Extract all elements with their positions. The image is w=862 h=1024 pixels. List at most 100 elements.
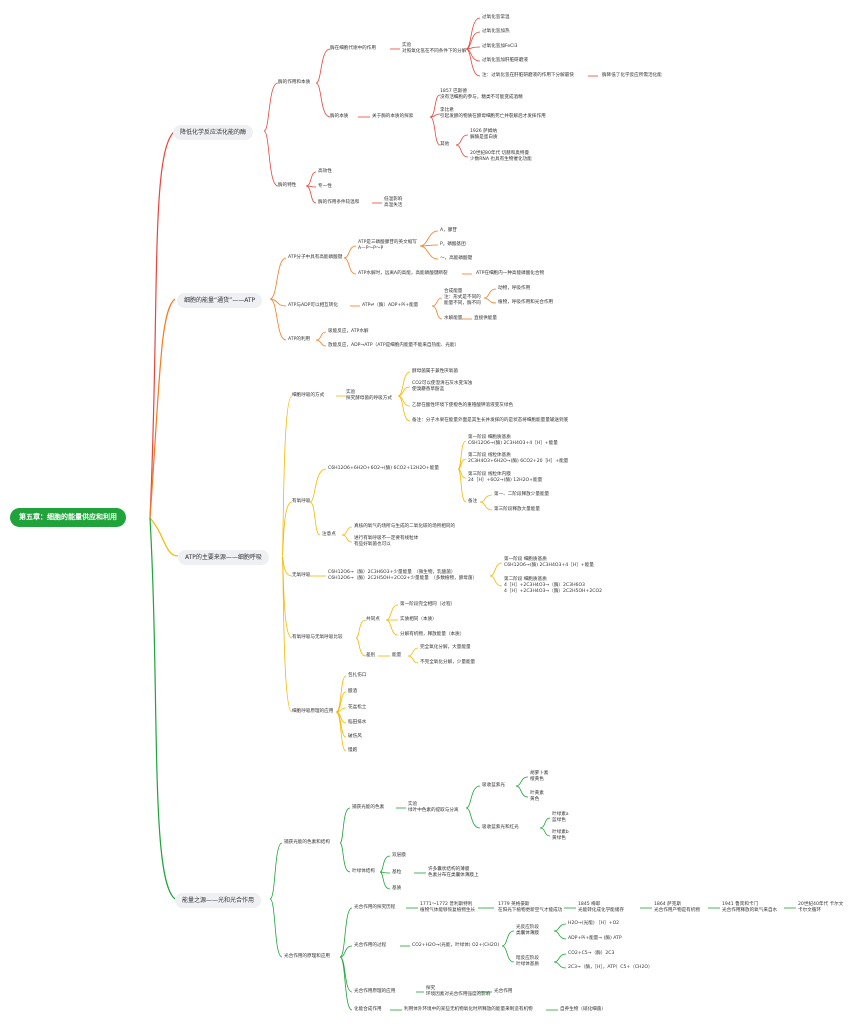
- node-pigment-experiment[interactable]: 实验 绿叶中色素的提取与分离: [408, 802, 459, 813]
- node-comparison[interactable]: 有氧呼吸与无氧呼吸比较: [292, 635, 343, 640]
- list-item[interactable]: 乙醇在酸性环境下使橙色的重铬酸钾溶液变灰绿色: [412, 403, 514, 408]
- node-pigment-structure[interactable]: 捕获光能的色素和结构: [284, 840, 330, 845]
- node-experiment[interactable]: 实验 对照氧化氢在不同条件下的分解: [402, 43, 467, 54]
- node-aerobic[interactable]: 有氧呼吸: [292, 499, 311, 504]
- node-other[interactable]: 其他: [440, 142, 450, 147]
- node-autotroph[interactable]: 自养生物（硝化细菌）: [560, 1007, 606, 1012]
- branch-photosynthesis[interactable]: 能量之源——光和光合作用: [175, 893, 262, 908]
- list-item[interactable]: 基质: [392, 886, 402, 891]
- node-atp-hydrolysis[interactable]: ATP水解时，远离A的高能，高能磷酸键断裂: [358, 271, 448, 276]
- list-item[interactable]: 花盆松土: [348, 705, 367, 710]
- node-thylakoid[interactable]: 许多囊状结构的薄膜 色素分布在类囊体薄膜上: [428, 867, 479, 878]
- node-photo-equation[interactable]: CO2+H2O→(光能，叶绿体) O2+(CH2O): [412, 943, 500, 948]
- node-enzyme-metabolism[interactable]: 酶在细胞代谢中的作用: [330, 46, 376, 51]
- branch-respiration[interactable]: ATP的主要来源——细胞呼吸: [178, 550, 269, 565]
- list-item[interactable]: 酿酒: [348, 689, 358, 694]
- node-anaerobic-stage-1[interactable]: 第一阶段 细胞质基质 C6H12O6→(酶) 2C3H4O3+4［H］+能量: [504, 557, 594, 568]
- list-item[interactable]: 吸能反应，ATP水解: [328, 329, 369, 334]
- list-item[interactable]: 备注：分子水果在能量外面是其生长并发挥的的是状态将细胞能量量输送到底: [412, 418, 569, 423]
- node-anaerobic[interactable]: 无氧呼吸: [292, 573, 311, 578]
- node-hydrolysis-energy[interactable]: 水解能量: [444, 316, 463, 321]
- list-item[interactable]: 双层膜: [392, 853, 406, 858]
- node-pasteur[interactable]: 1857 巴斯德 没有活细胞的参与，糖类不可能变成酒精: [440, 89, 523, 100]
- node-stage-3[interactable]: 第三阶段 线粒体内膜 24［H］+6O2→(酶) 12H2O+能量: [468, 472, 543, 483]
- node-temperature[interactable]: 低温影响 高温失活: [384, 197, 403, 208]
- node-cech[interactable]: 20世纪80年代 切赫和奥特曼 少数RNA 也具有生物催化功能: [470, 151, 532, 162]
- node-synthesis[interactable]: 合成能量 注：形式是不同的 能量不同，酶不同: [444, 289, 481, 306]
- node-aerobic-equation[interactable]: C6H12O6+6H2O+6O2→(酶) 6CO2+12H2O+能量: [328, 466, 439, 471]
- node-stage-1[interactable]: 第一阶段 细胞质基质 C6H12O6→(酶) 2C3H4O3+4［H］+能量: [468, 435, 558, 446]
- node-chloroplast[interactable]: 叶绿体结构: [352, 869, 375, 874]
- list-item[interactable]: H2O→(光能) ［H］+O2: [568, 921, 620, 926]
- list-item[interactable]: 叶绿素a 蓝绿色: [552, 812, 569, 823]
- list-item[interactable]: 包扎伤口: [348, 673, 367, 678]
- list-item[interactable]: ～，高能磷酸键: [440, 256, 473, 261]
- list-item[interactable]: 过氧化氢加肝脏研磨液: [482, 58, 528, 63]
- node-history[interactable]: 光合作用的探究历程: [354, 905, 396, 910]
- node-pigments[interactable]: 捕获光能的色素: [352, 805, 385, 810]
- node-mild-conditions[interactable]: 酶的作用条件较温和: [318, 200, 360, 205]
- list-item[interactable]: 分解有机物，释放能量（本质）: [400, 632, 465, 637]
- node-sachs[interactable]: 1864 萨克斯 光合作用产物是有机物: [654, 902, 700, 913]
- node-ruben[interactable]: 1941 鲁宾和卡门 光合作用释放的氧气来自水: [722, 902, 778, 913]
- node-atp-use[interactable]: ATP的利用: [288, 337, 311, 342]
- node-conclusion[interactable]: 酶降低了化学反应所需活化能: [602, 73, 662, 78]
- list-item[interactable]: CO2可以使澄清石灰水变浑浊 使溴麝香草酚蓝: [412, 381, 473, 392]
- list-item[interactable]: 高效性: [318, 169, 332, 174]
- list-item[interactable]: 第一阶段完全相同（过程）: [400, 602, 456, 607]
- list-item[interactable]: CO2+C5→（酶）2C3: [568, 951, 615, 956]
- list-item[interactable]: 放能反应，ADP→ATP（ATP是细胞内能量不能来自热能、光能）: [328, 343, 460, 348]
- list-item[interactable]: 进行有氧呼吸不一定要有线粒体 有些好氧菌也可以: [354, 536, 419, 547]
- branch-enzyme[interactable]: 降低化学反应活化能的酶: [173, 125, 254, 140]
- node-note[interactable]: 注：过氧化氢在肝脏研磨液的作用下分解最快: [482, 73, 574, 78]
- list-item[interactable]: 植物，呼吸作用和光合作用: [498, 300, 554, 305]
- node-mayer[interactable]: 1845 梅耶 光能转化成化学能储存: [578, 902, 624, 913]
- list-item[interactable]: P，磷酸基团: [440, 242, 466, 247]
- list-item[interactable]: A，腺苷: [440, 228, 457, 233]
- node-enzyme-nature[interactable]: 酶的本质: [330, 114, 349, 119]
- list-item[interactable]: 叶绿素b 黄绿色: [552, 830, 569, 841]
- list-item[interactable]: ADP+Pi+能量→ (酶) ATP: [568, 936, 622, 941]
- list-item[interactable]: 第一、二阶段释放少量能量: [494, 492, 550, 497]
- node-absorb-blue[interactable]: 吸收蓝紫光: [482, 783, 505, 788]
- list-item[interactable]: 第三阶段释放大量能量: [494, 507, 540, 512]
- list-item[interactable]: 基粒: [392, 870, 402, 875]
- branch-atp[interactable]: 细胞的能量“通货”——ATP: [177, 293, 263, 308]
- list-item[interactable]: 实质相同（本质）: [400, 617, 437, 622]
- list-item[interactable]: 叶黄素 黄色: [530, 791, 544, 802]
- node-explore[interactable]: 探究 环境因素对光合作用强度的影响: [426, 986, 491, 997]
- node-enzyme-properties[interactable]: 酶的特性: [278, 183, 297, 188]
- list-item[interactable]: 2C3→（酶，［H］，ATP）C5+（CH2O）: [568, 965, 653, 970]
- node-sumner[interactable]: 1926 萨姆纳 脲酶是蛋白质: [470, 129, 498, 140]
- node-atp-bond[interactable]: ATP分子中具有高能磷酸键: [288, 255, 343, 260]
- list-item[interactable]: 破伤风: [348, 734, 362, 739]
- node-liebig[interactable]: 李比希 引起发酵的物质在酵母细胞死亡并裂解后才发挥作用: [440, 108, 546, 119]
- node-difference[interactable]: 差别: [366, 653, 376, 658]
- node-absorb-red[interactable]: 吸收蓝紫光和红光: [482, 825, 519, 830]
- node-applications[interactable]: 光合作用原理的应用: [354, 989, 396, 994]
- node-anaerobic-equation[interactable]: C6H12O6→（酶）2C3H6O3+少量能量 （微生物，乳酸菌） C6H12O…: [328, 570, 478, 581]
- node-dark-reaction[interactable]: 暗反应阶段 叶绿体基质: [516, 956, 539, 967]
- list-item[interactable]: 过氧化氢加FeCl3: [482, 44, 518, 49]
- node-atp-compound[interactable]: ATP在细胞内一种高能磷酸化合物: [476, 271, 545, 276]
- node-attention[interactable]: 注意点: [322, 532, 336, 537]
- list-item[interactable]: 完全氧化分解，大量能量: [420, 645, 471, 650]
- node-atp-abbr[interactable]: ATP是三磷酸腺苷的英文缩写 A—P～P～P: [358, 240, 417, 251]
- node-ingenhousz[interactable]: 1779 英格豪斯 在阳光下植物更新空气才能成功: [498, 902, 563, 913]
- node-anaerobic-stage-2[interactable]: 第二阶段 细胞质基质 4［H］+2C3H4O3→（酶）2C3H6O3 4［H］+…: [504, 577, 603, 594]
- node-remark[interactable]: 备注: [468, 499, 478, 504]
- node-enzyme-role[interactable]: 酶的作用和本质: [278, 80, 311, 85]
- node-chemosynthesis[interactable]: 化能合成作用: [354, 1007, 382, 1012]
- list-item[interactable]: 不完全氧化分解，少量能量: [420, 660, 476, 665]
- node-stage-2[interactable]: 第二阶段 线粒体基质 2C3H4O3+6H2O→(酶) 6CO2+20［H］+能…: [468, 453, 569, 464]
- list-item[interactable]: 动物，呼吸作用: [498, 286, 531, 291]
- node-history[interactable]: 关于酶的本质的探索: [372, 114, 414, 119]
- list-item[interactable]: 慢跑: [348, 748, 358, 753]
- node-atp-adp[interactable]: ATP与ADP可以相互转化: [288, 303, 338, 308]
- node-principle[interactable]: 光合作用的原理和应用: [284, 954, 330, 959]
- node-photosynthesis[interactable]: 光合作用: [494, 989, 513, 994]
- node-direct-energy[interactable]: 直接供能量: [474, 316, 497, 321]
- list-item[interactable]: 稻田排水: [348, 720, 367, 725]
- node-calvin[interactable]: 20世纪40年代 卡尔文 卡尔文循环: [798, 902, 844, 913]
- node-chemo-desc[interactable]: 利用体外环境中的某些无机物氧化时所释放的能量来制造有机物: [404, 1007, 533, 1012]
